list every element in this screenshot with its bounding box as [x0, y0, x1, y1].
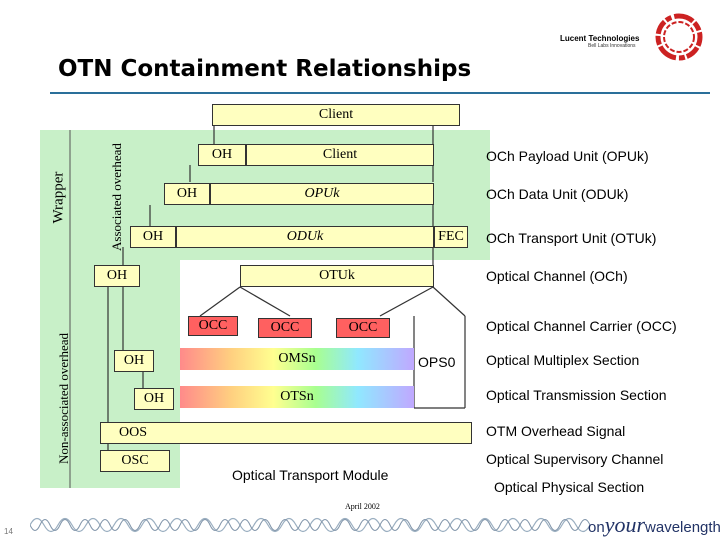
opuk-box: OPUk: [210, 183, 434, 205]
occ-box-1: OCC: [188, 316, 238, 336]
oos-box: OOS: [100, 422, 472, 444]
otsn-band: OTSn: [180, 386, 414, 408]
lucent-logo: Lucent Technologies Bell Labs Innovation…: [560, 34, 650, 49]
logo-company-name: Lucent Technologies: [560, 34, 640, 43]
optical-transport-module-label: Optical Transport Module: [232, 467, 389, 483]
title-rule: [50, 92, 710, 94]
client-top-box: Client: [212, 104, 460, 126]
associated-overhead-label: Associated overhead: [109, 143, 124, 251]
client-inner-box: Client: [246, 144, 434, 166]
oh-och-box: OH: [94, 265, 140, 287]
legend-item-odu: OCh Data Unit (ODUk): [486, 186, 629, 202]
page-title: OTN Containment Relationships: [58, 56, 472, 82]
occ-box-3: OCC: [336, 318, 390, 338]
wrapper-label: Wrapper: [50, 171, 67, 224]
oh-oms-box: OH: [114, 350, 154, 372]
brand-your: your: [604, 512, 646, 537]
onyourwavelength-logo: onyourwavelength: [588, 512, 720, 538]
oh-odu-box: OH: [164, 183, 210, 205]
lucent-ring-icon: [655, 13, 703, 61]
legend-item-otu: OCh Transport Unit (OTUk): [486, 230, 657, 246]
oh-otu-box: OH: [130, 226, 176, 248]
legend-item-oms: Optical Multiplex Section: [486, 352, 640, 368]
brand-wavelength: wavelength: [645, 519, 720, 536]
ops0-label: OPS0: [418, 354, 456, 370]
legend-item-ots: Optical Transmission Section: [486, 387, 667, 403]
page-number: 14: [4, 527, 13, 536]
legend-item-osc: Optical Supervisory Channel: [486, 451, 664, 467]
legend-item-ops: Optical Physical Section: [494, 479, 645, 495]
wave-decoration-icon: [30, 517, 590, 533]
osc-box: OSC: [100, 450, 170, 472]
omsn-band: OMSn: [180, 348, 414, 370]
otuk-box: OTUk: [240, 265, 434, 287]
occ-box-2: OCC: [258, 318, 312, 338]
logo-tagline: Bell Labs Innovations: [588, 43, 636, 49]
legend-item-oos: OTM Overhead Signal: [486, 423, 626, 439]
legend-item-occ: Optical Channel Carrier (OCC): [486, 318, 677, 334]
fec-box: FEC: [434, 226, 468, 248]
oh-opu-box: OH: [198, 144, 246, 166]
brand-on: on: [588, 519, 605, 536]
footer-date: April 2002: [345, 502, 380, 511]
legend-item-och: Optical Channel (OCh): [486, 268, 628, 284]
oduk-box: ODUk: [176, 226, 434, 248]
oh-ots-box: OH: [134, 388, 174, 410]
legend-item-opu: OCh Payload Unit (OPUk): [486, 148, 649, 164]
non-associated-overhead-label: Non-associated overhead: [56, 332, 71, 464]
